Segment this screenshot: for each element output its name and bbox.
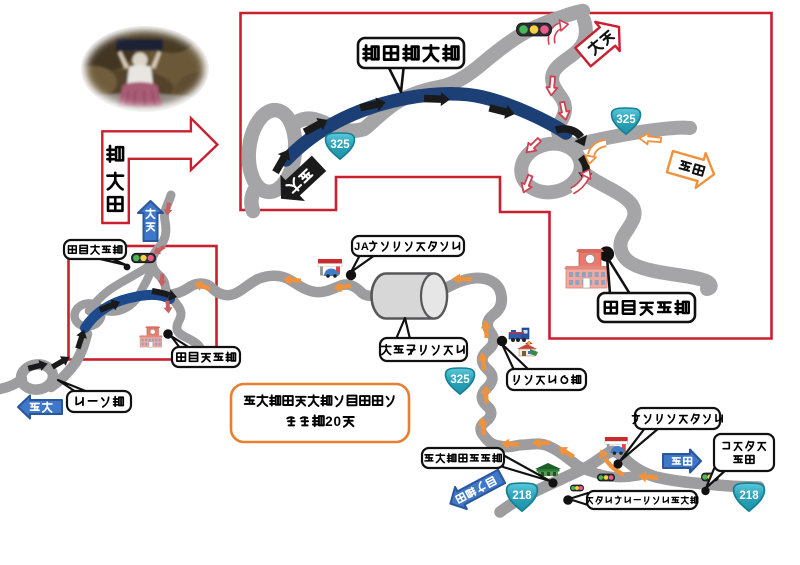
svg-text:325: 325 — [616, 114, 636, 126]
svg-text:218: 218 — [739, 490, 759, 502]
svg-text:0: 0 — [334, 414, 342, 429]
svg-text:218: 218 — [512, 490, 532, 502]
svg-text:J: J — [354, 241, 360, 253]
svg-text:325: 325 — [450, 374, 470, 386]
svg-text:2: 2 — [325, 414, 333, 429]
svg-text:A: A — [361, 241, 369, 253]
svg-text:325: 325 — [330, 139, 350, 151]
